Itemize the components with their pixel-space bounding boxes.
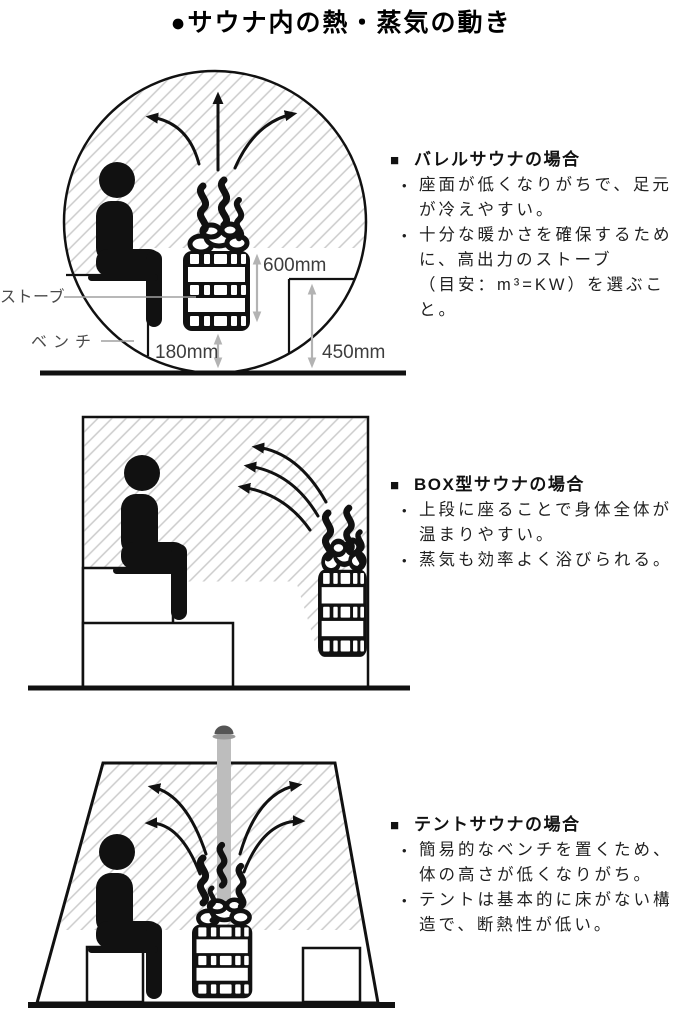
section-heading: ■ バレルサウナの場合	[390, 147, 682, 173]
section-heading-text: バレルサウナの場合	[414, 150, 581, 169]
section-heading-text: テントサウナの場合	[414, 815, 581, 834]
bullet-text: 座面が低くなりがちで、足元が冷えやすい。	[419, 176, 672, 219]
dot-bullet-icon: •	[402, 503, 407, 518]
barrel-sauna-notes: ■ バレルサウナの場合 • 座面が低くなりがちで、足元が冷えやすい。 • 十分な…	[390, 147, 682, 323]
box-sauna-notes: ■ BOX型サウナの場合 • 上段に座ることで身体全体が温まりやすい。 • 蒸気…	[390, 472, 682, 573]
bullet-item: • テントは基本的に床がない構造で、断熱性が低い。	[390, 888, 682, 938]
barrel-sauna-diagram: 600mm 180mm 450mm ストーブ ベンチ	[0, 69, 406, 376]
heat-flow-arrow-icons	[144, 780, 306, 876]
dot-bullet-icon: •	[402, 893, 407, 908]
heat-flow-arrow-icons	[237, 442, 328, 532]
section-heading: ■ BOX型サウナの場合	[390, 472, 682, 498]
floor-clearance-label: 180mm	[155, 342, 218, 363]
dot-bullet-icon: •	[402, 228, 407, 243]
square-bullet-icon: ■	[390, 152, 400, 169]
bullet-item: • 蒸気も効率よく浴びられる。	[390, 548, 682, 573]
stove-height-label: 600mm	[263, 255, 326, 276]
dot-bullet-icon: •	[402, 843, 407, 858]
dot-bullet-icon: •	[402, 178, 407, 193]
heat-flow-arrow-icons	[145, 91, 298, 172]
bullet-item: • 座面が低くなりがちで、足元が冷えやすい。	[390, 173, 682, 223]
bullet-text: 十分な暖かさを確保するために、高出力のストーブ （目安：m³=KW）を選ぶこと。	[419, 226, 673, 319]
right-bench-outline	[287, 277, 355, 353]
bullet-text: テントは基本的に床がない構造で、断熱性が低い。	[419, 891, 673, 934]
left-bench-box	[85, 945, 145, 1004]
bullet-item: • 十分な暖かさを確保するために、高出力のストーブ （目安：m³=KW）を選ぶこ…	[390, 223, 682, 323]
page-title: ●サウナ内の熱・蒸気の動き	[170, 9, 512, 37]
bullet-item: • 上段に座ることで身体全体が温まりやすい。	[390, 498, 682, 548]
sauna-stove-icon	[192, 900, 252, 998]
stove-label: ストーブ	[0, 287, 65, 306]
section-heading-text: BOX型サウナの場合	[414, 475, 585, 494]
tent-sauna-notes: ■ テントサウナの場合 • 簡易的なベンチを置くため、体の高さが低くなりがち。 …	[390, 812, 682, 938]
lower-bench-step	[81, 621, 235, 689]
bench-height-label: 450mm	[322, 342, 385, 363]
bullet-text: 蒸気も効率よく浴びられる。	[419, 551, 673, 569]
dot-bullet-icon: •	[402, 553, 407, 568]
bench-label: ベンチ	[31, 334, 97, 351]
square-bullet-icon: ■	[390, 477, 400, 494]
bullet-item: • 簡易的なベンチを置くため、体の高さが低くなりがち。	[390, 838, 682, 888]
section-heading: ■ テントサウナの場合	[390, 812, 682, 838]
right-bench-box	[301, 946, 362, 1004]
bullet-text: 上段に座ることで身体全体が温まりやすい。	[419, 501, 673, 544]
square-bullet-icon: ■	[390, 817, 400, 834]
bullet-text: 簡易的なベンチを置くため、体の高さが低くなりがち。	[419, 841, 673, 884]
tent-sauna-diagram	[28, 725, 395, 1008]
box-sauna-diagram	[28, 415, 410, 691]
measurement-arrow-icons	[213, 253, 317, 369]
